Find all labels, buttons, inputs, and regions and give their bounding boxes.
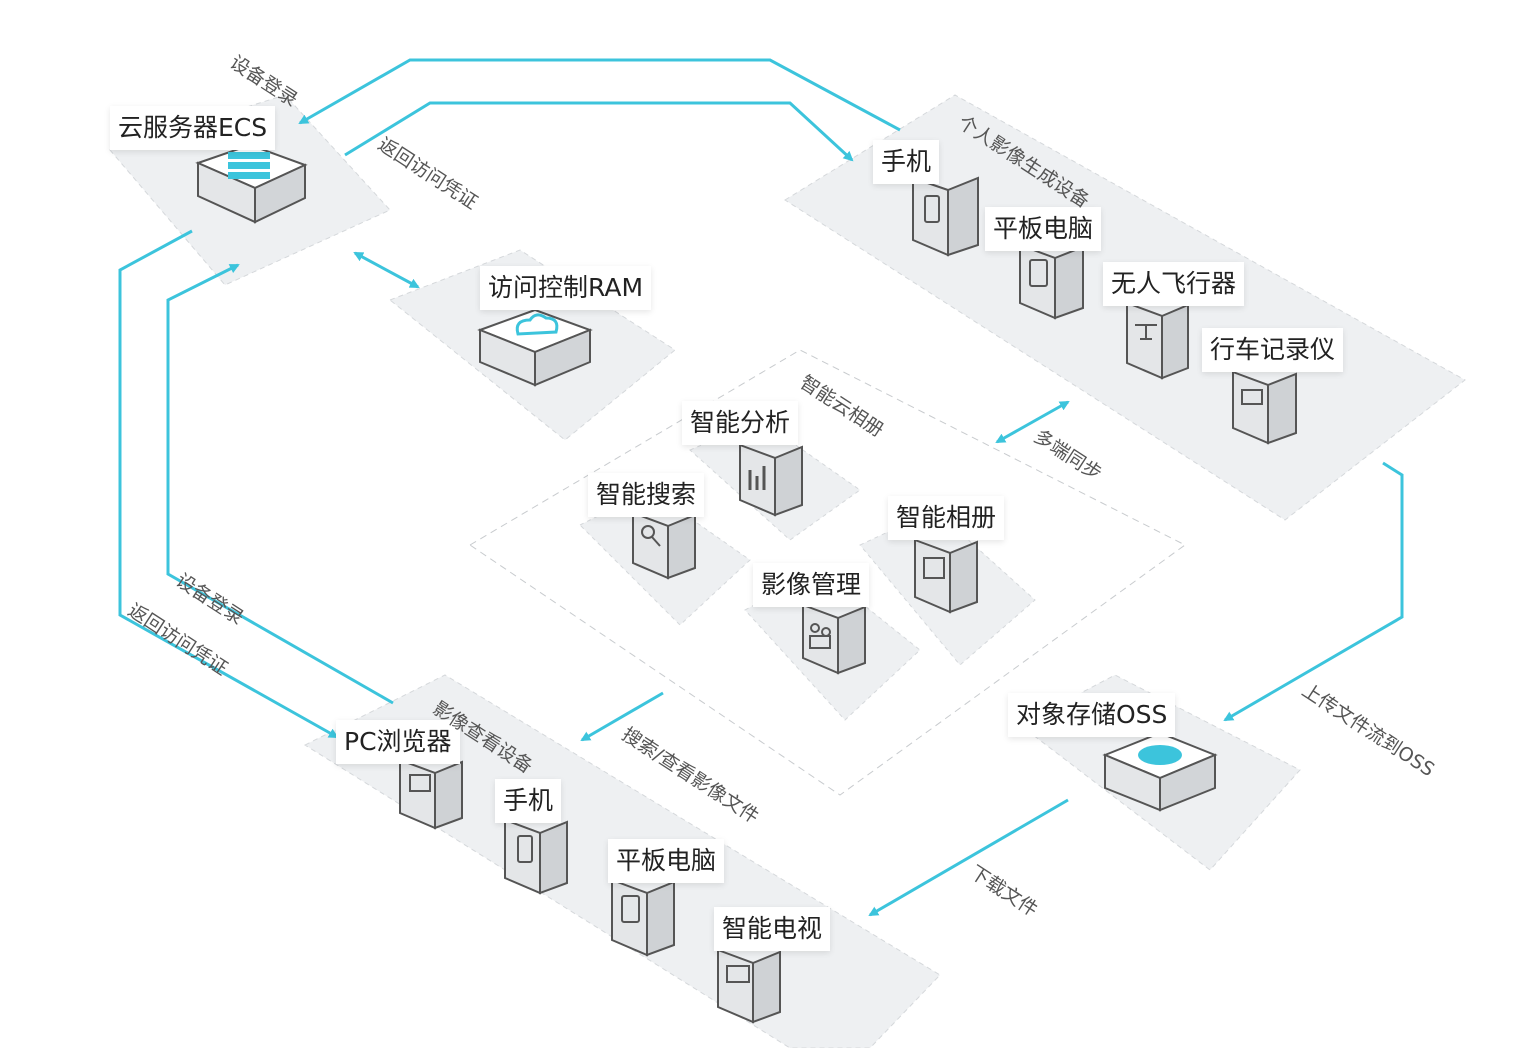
oss-label: 对象存储OSS xyxy=(1008,693,1176,737)
personal-tablet-label: 平板电脑 xyxy=(985,207,1102,251)
flow-search-view xyxy=(580,691,664,742)
flow-return-credential-top xyxy=(344,101,854,162)
search-label: 智能搜索 xyxy=(588,473,705,517)
monitor-icon xyxy=(409,774,431,792)
pillar-pc xyxy=(399,758,463,830)
server-icon xyxy=(228,152,270,179)
drone-icon xyxy=(1135,324,1157,340)
viewing-phone-label: 手机 xyxy=(495,779,562,823)
album-label: 智能相册 xyxy=(888,496,1005,540)
storage-icon xyxy=(1138,745,1182,765)
pillar-phone-viewing xyxy=(504,818,568,895)
picture-icon xyxy=(923,557,945,579)
personal-dashcam-label: 行车记录仪 xyxy=(1202,328,1344,372)
tv-icon xyxy=(726,965,750,983)
ecs-server xyxy=(195,143,308,224)
ram-box xyxy=(477,308,593,387)
pillar-tv xyxy=(717,948,781,1024)
media-label: 影像管理 xyxy=(753,563,870,607)
pillar-album xyxy=(914,538,978,614)
camera-icon xyxy=(1241,389,1263,405)
pillar-dashcam xyxy=(1232,370,1297,445)
pillar-tablet-viewing xyxy=(611,878,675,957)
flow-device-login-left xyxy=(166,263,394,705)
tablet-icon xyxy=(621,895,640,923)
phone-icon xyxy=(924,195,940,223)
pillar-analysis xyxy=(739,443,803,517)
viewing-tablet-label: 平板电脑 xyxy=(608,839,725,883)
phone-icon xyxy=(517,835,533,863)
flow-device-login-top xyxy=(298,58,901,132)
flow-ecs-ram xyxy=(353,251,420,289)
tv-label: 智能电视 xyxy=(714,907,831,951)
flow-multi-sync xyxy=(995,400,1070,444)
ecs-label: 云服务器ECS xyxy=(110,106,276,150)
film-camera-icon xyxy=(809,623,831,649)
chart-icon xyxy=(748,466,766,490)
personal-phone-label: 手机 xyxy=(873,140,940,184)
tablet-icon xyxy=(1029,259,1048,287)
cloud-key-icon xyxy=(515,313,559,336)
pillar-drone xyxy=(1126,301,1189,380)
flow-upload-oss xyxy=(1223,461,1404,722)
pc-label: PC浏览器 xyxy=(336,720,460,764)
pillar-phone-personal xyxy=(912,176,979,257)
pillar-search xyxy=(632,511,696,580)
oss-box xyxy=(1102,731,1218,812)
ram-label: 访问控制RAM xyxy=(480,266,652,310)
personal-drone-label: 无人飞行器 xyxy=(1103,262,1245,306)
pillar-media xyxy=(802,603,866,675)
analysis-label: 智能分析 xyxy=(682,401,799,445)
flow-download xyxy=(868,798,1069,917)
flow-return-credential-left xyxy=(118,229,339,739)
pillar-tablet-personal xyxy=(1019,243,1084,320)
magnifier-icon xyxy=(641,525,661,547)
